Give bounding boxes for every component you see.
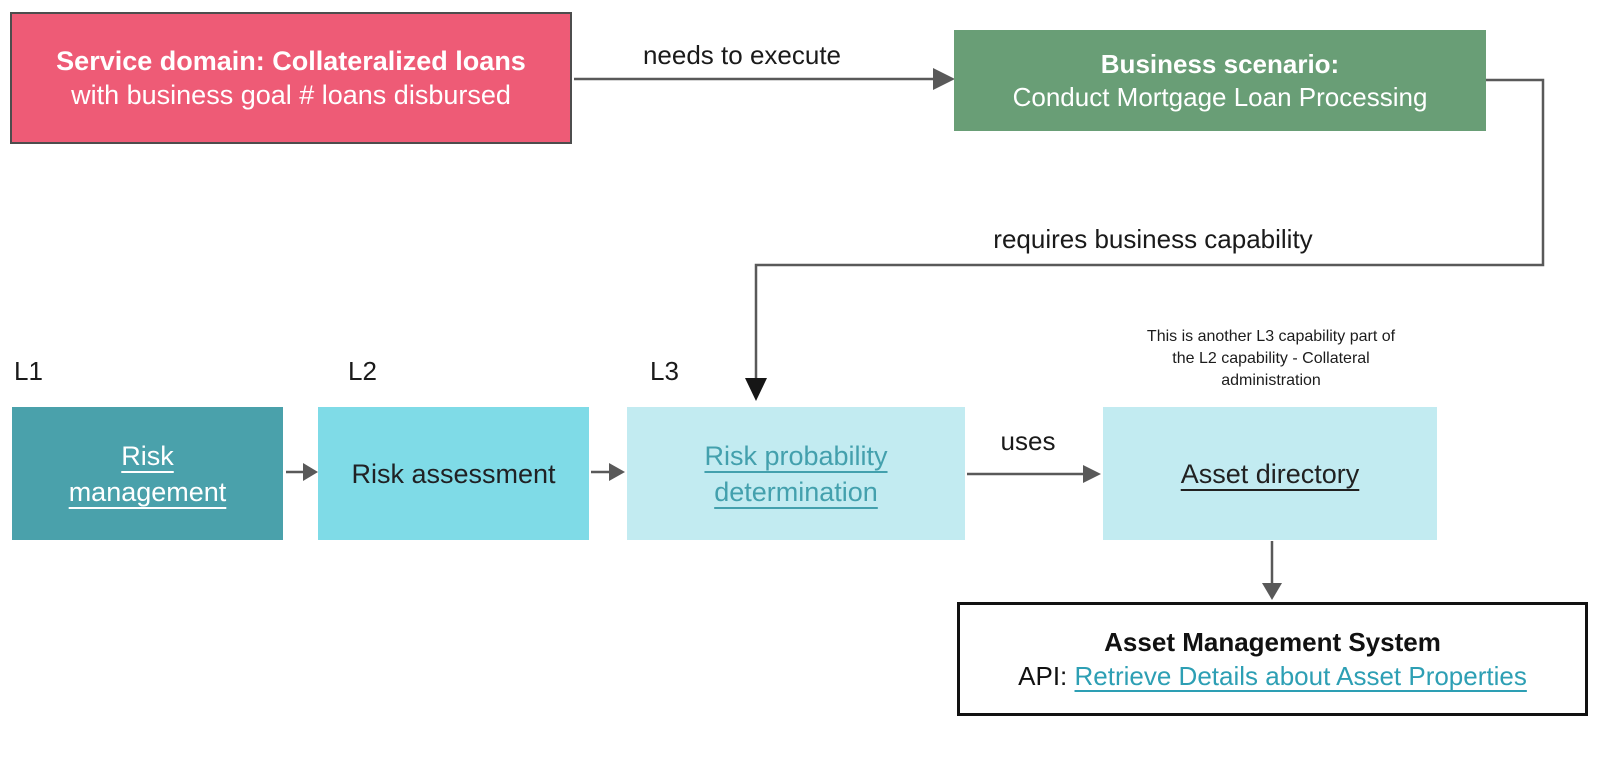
risk-management-link[interactable]: Risk management xyxy=(68,440,227,507)
service-domain-title: Service domain: Collateralized loans xyxy=(56,46,526,76)
api-prefix-label: API: xyxy=(1018,661,1068,691)
level-label-l3: L3 xyxy=(650,356,679,386)
l3-capability-box: Risk probability determination xyxy=(627,407,965,540)
risk-assessment-label: Risk assessment xyxy=(351,458,556,489)
business-scenario-subtitle: Conduct Mortgage Loan Processing xyxy=(1012,81,1428,112)
service-domain-subtitle: with business goal # loans disbursed xyxy=(71,80,511,110)
retrieve-asset-properties-api-link[interactable]: Retrieve Details about Asset Properties xyxy=(1074,661,1527,691)
needs-to-execute-arrow xyxy=(574,68,955,90)
business-scenario-box: Business scenario: Conduct Mortgage Loan… xyxy=(954,30,1486,131)
l1-to-l2-arrow xyxy=(286,463,318,481)
level-label-l2: L2 xyxy=(348,356,377,386)
requires-capability-connector xyxy=(745,78,1545,401)
needs-to-execute-label: needs to execute xyxy=(642,40,842,70)
risk-probability-determination-link[interactable]: Risk probability determination xyxy=(704,440,888,507)
uses-label: uses xyxy=(1000,426,1056,456)
asset-directory-link[interactable]: Asset directory xyxy=(1180,458,1360,489)
asset-management-system-box: Asset Management System API: Retrieve De… xyxy=(957,602,1588,716)
business-scenario-title: Business scenario: xyxy=(1100,48,1340,79)
uses-arrow xyxy=(967,465,1101,483)
system-api-line: API: Retrieve Details about Asset Proper… xyxy=(1018,659,1527,693)
asset-to-system-arrow xyxy=(1262,541,1282,600)
service-domain-box: Service domain: Collateralized loans wit… xyxy=(10,12,572,144)
system-title: Asset Management System xyxy=(1104,627,1441,657)
l1-capability-box: Risk management xyxy=(12,407,283,540)
level-label-l1: L1 xyxy=(14,356,43,386)
l2-capability-box: Risk assessment xyxy=(318,407,589,540)
requires-business-capability-label: requires business capability xyxy=(993,224,1313,254)
l2-to-l3-arrow xyxy=(591,463,625,481)
l3-capability-annotation: This is another L3 capability part of th… xyxy=(1146,328,1396,389)
asset-directory-box: Asset directory xyxy=(1103,407,1437,540)
